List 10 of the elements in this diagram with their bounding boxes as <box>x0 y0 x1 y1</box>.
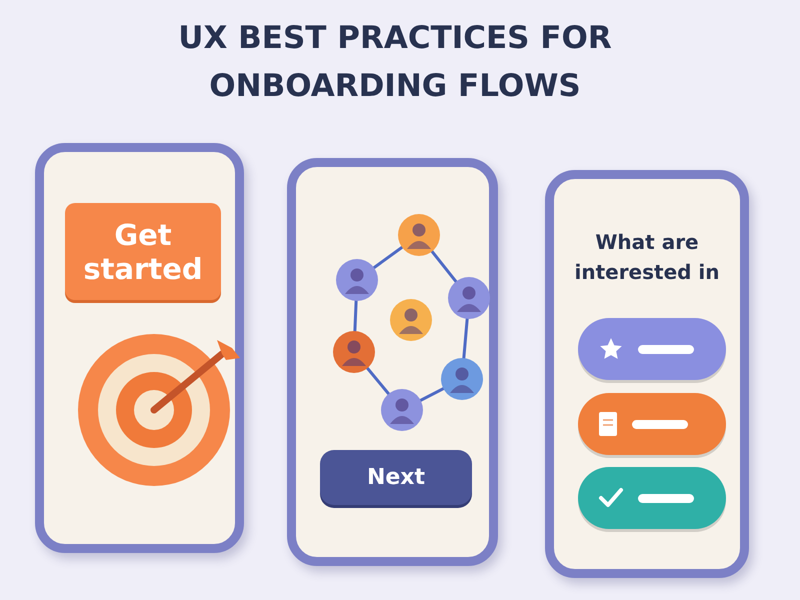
phone-frame <box>35 143 244 553</box>
heading-text: What are interested in <box>573 229 721 286</box>
next-button: Next <box>320 450 472 505</box>
option-bar <box>578 318 726 380</box>
get-started-button: Get started <box>65 203 221 300</box>
phone-frame <box>545 170 749 578</box>
option-bar <box>578 393 726 455</box>
option-bar <box>578 467 726 529</box>
phone-frame <box>287 158 498 566</box>
title: UX BEST PRACTICES FOR ONBOARDING FLOWS <box>177 19 613 106</box>
